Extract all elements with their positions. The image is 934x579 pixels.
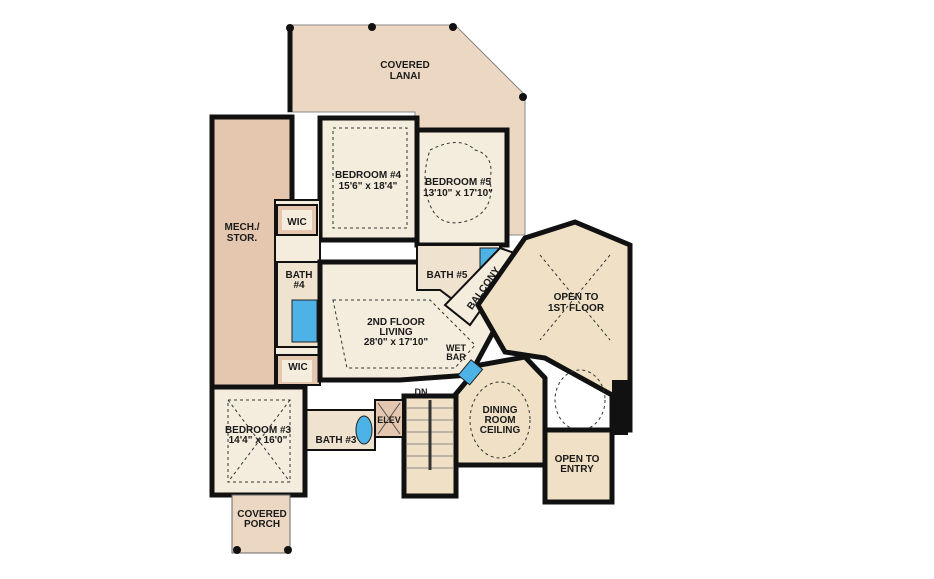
bedroom-4-dims: 15'6" x 18'4" <box>339 181 398 192</box>
dining-label-2: ROOM <box>484 415 515 426</box>
covered-porch <box>231 494 291 554</box>
mech-label-2: STOR. <box>227 233 258 244</box>
entry-label-2: ENTRY <box>560 464 594 475</box>
open-1st-label: OPEN TO <box>554 292 599 303</box>
porch-label: COVERED <box>237 509 286 520</box>
dining-label: DINING <box>483 405 518 416</box>
elev-label: ELEV <box>377 415 401 425</box>
wic-1-label: WIC <box>287 217 306 228</box>
bath-3-label: BATH #3 <box>316 435 357 446</box>
lanai-label-2: LANAI <box>390 71 421 82</box>
bath-4-label-2: #4 <box>293 280 305 291</box>
porch-label-2: PORCH <box>244 519 280 530</box>
stairs-down-label: DN <box>415 387 428 397</box>
mech-label: MECH./ <box>225 222 260 233</box>
open-to-entry <box>542 427 615 505</box>
bath-5-label: BATH #5 <box>427 270 468 281</box>
wic-2-label: WIC <box>288 362 307 373</box>
wet-bar-label: WET <box>446 343 466 353</box>
bath-4-label: BATH <box>285 270 312 281</box>
bedroom-4-label: BEDROOM #4 <box>335 170 402 181</box>
bedroom-3-label: BEDROOM #3 <box>225 425 292 436</box>
dining-label-3: CEILING <box>480 425 521 436</box>
lanai-label: COVERED <box>380 60 429 71</box>
bedroom-5-label: BEDROOM #5 <box>425 177 492 188</box>
wet-bar-label-2: BAR <box>446 352 466 362</box>
living-dims: 28'0" x 17'10" <box>364 337 429 348</box>
open-1st-label-2: 1ST FLOOR <box>548 303 605 314</box>
bedroom-3-dims: 14'4" x 16'0" <box>229 435 288 446</box>
living-label: 2ND FLOOR <box>367 317 426 328</box>
bedroom-4-room <box>317 115 420 243</box>
bedroom-5-dims: 13'10" x 17'10" <box>423 188 493 199</box>
entry-label: OPEN TO <box>555 454 600 465</box>
living-label-2: LIVING <box>379 327 413 338</box>
